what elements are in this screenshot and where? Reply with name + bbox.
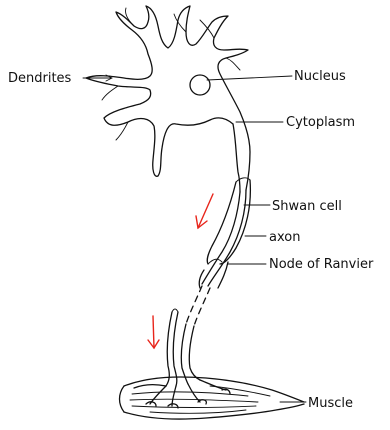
axon-with-myelin — [166, 178, 250, 386]
direction-arrow-lower — [148, 316, 159, 348]
nucleus-circle — [190, 75, 210, 95]
label-nucleus: Nucleus — [294, 69, 346, 84]
label-muscle: Muscle — [308, 396, 353, 411]
nucleus-leader — [207, 76, 292, 80]
label-node-of-ranvier: Node of Ranvier — [269, 257, 374, 272]
cell-body — [86, 6, 250, 192]
muscle — [120, 377, 305, 419]
label-schwann-cell: Shwan cell — [272, 199, 342, 214]
label-cytoplasm: Cytoplasm — [286, 115, 355, 130]
direction-arrow-upper — [196, 194, 213, 228]
label-dendrites: Dendrites — [8, 71, 72, 86]
label-axon: axon — [269, 230, 300, 245]
